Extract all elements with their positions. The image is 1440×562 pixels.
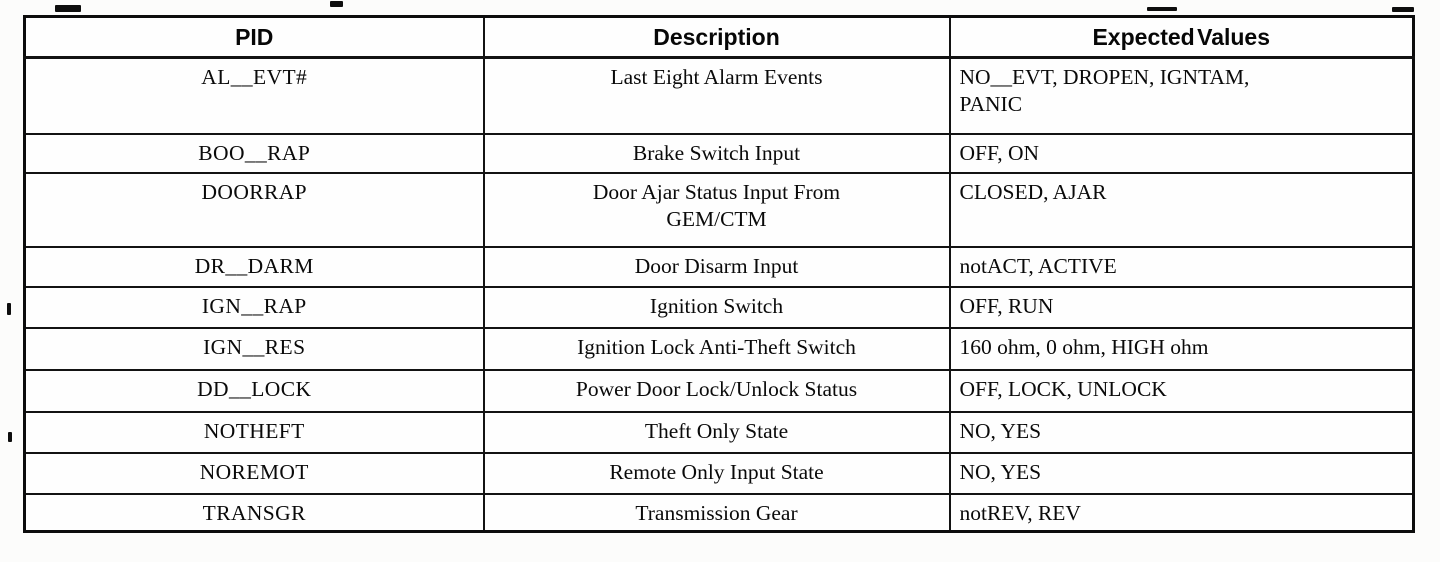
description-cell: Ignition Switch [482,285,951,329]
table-row: BOO__RAP Brake Switch Input OFF, ON [23,132,1415,174]
description-cell: Transmission Gear [482,492,951,533]
pid-cell: DD__LOCK [23,368,485,413]
pid-cell: AL__EVT# [23,56,485,135]
scan-artifact [55,5,81,12]
expected-values-cell: notACT, ACTIVE [948,245,1415,288]
description-cell: Remote Only Input State [482,451,951,495]
table-row: AL__EVT# Last Eight Alarm Events NO__EVT… [23,56,1415,135]
table-row: DR__DARM Door Disarm Input notACT, ACTIV… [23,245,1415,288]
expected-values-cell: OFF, LOCK, UNLOCK [948,368,1415,413]
expected-values-cell: NO, YES [948,410,1415,454]
description-column-header: Description [482,15,951,59]
pid-cell: TRANSGR [23,492,485,533]
expected-values-cell: OFF, RUN [948,285,1415,329]
description-cell: Power Door Lock/Unlock Status [482,368,951,413]
scan-artifact [1392,7,1414,12]
header-row: PID Description Expected Values [23,15,1415,59]
expected-values-column-header: Expected Values [948,15,1415,59]
pid-cell: NOREMOT [23,451,485,495]
description-cell: Last Eight Alarm Events [482,56,951,135]
pid-table-body: AL__EVT# Last Eight Alarm Events NO__EVT… [23,56,1415,533]
pid-cell: IGN__RES [23,326,485,371]
table-row: TRANSGR Transmission Gear notREV, REV [23,492,1415,533]
expected-values-cell: NO__EVT, DROPEN, IGNTAM, PANIC [948,56,1415,135]
scan-artifact [8,432,12,442]
scan-artifact [7,303,11,315]
table-row: IGN__RES Ignition Lock Anti-Theft Switch… [23,326,1415,371]
expected-values-cell: 160 ohm, 0 ohm, HIGH ohm [948,326,1415,371]
description-cell: Brake Switch Input [482,132,951,174]
expected-values-cell: notREV, REV [948,492,1415,533]
pid-table: PID Description Expected Values AL__EVT#… [23,15,1415,533]
description-cell: Ignition Lock Anti-Theft Switch [482,326,951,371]
pid-cell: DR__DARM [23,245,485,288]
table-row: NOREMOT Remote Only Input State NO, YES [23,451,1415,495]
pid-cell: NOTHEFT [23,410,485,454]
table-row: IGN__RAP Ignition Switch OFF, RUN [23,285,1415,329]
pid-cell: DOORRAP [23,171,485,248]
description-cell: Door Disarm Input [482,245,951,288]
expected-values-cell: CLOSED, AJAR [948,171,1415,248]
pid-cell: IGN__RAP [23,285,485,329]
expected-values-cell: NO, YES [948,451,1415,495]
expected-values-cell: OFF, ON [948,132,1415,174]
table-row: DOORRAP Door Ajar Status Input From GEM/… [23,171,1415,248]
pid-column-header: PID [23,15,485,59]
pid-table-header: PID Description Expected Values [23,15,1415,59]
description-cell: Door Ajar Status Input From GEM/CTM [482,171,951,248]
description-cell: Theft Only State [482,410,951,454]
table-row: DD__LOCK Power Door Lock/Unlock Status O… [23,368,1415,413]
pid-cell: BOO__RAP [23,132,485,174]
table-row: NOTHEFT Theft Only State NO, YES [23,410,1415,454]
scan-artifact [1147,7,1177,11]
scan-artifact [330,1,343,7]
